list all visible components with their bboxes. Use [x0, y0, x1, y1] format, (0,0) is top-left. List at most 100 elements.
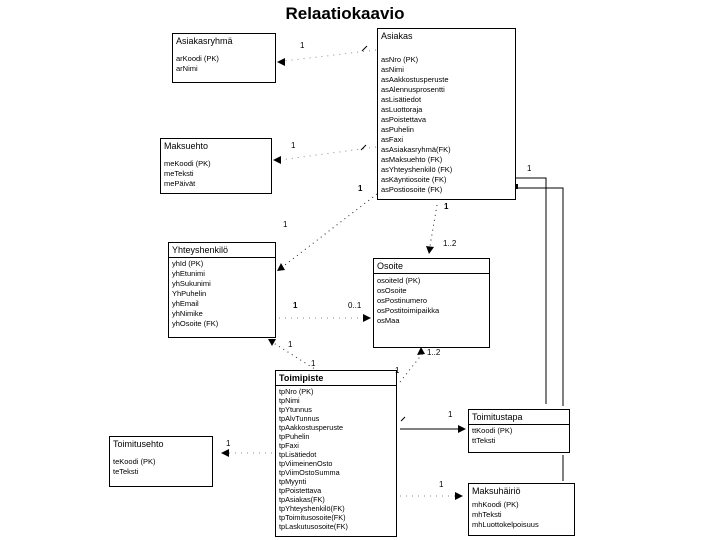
arrowhead-yhteyshenkilo-bottom [268, 339, 276, 346]
attribute: arNimi [176, 64, 198, 73]
cardinality-label-toimipiste-osoite-near: 1 [395, 366, 400, 375]
attribute: tpAsiakas(FK) [279, 495, 325, 504]
attribute: osMaa [377, 316, 400, 325]
entity-asiakasryhma[interactable]: Asiakasryhmä arKoodi (PK)arNimi [172, 33, 276, 83]
cardinality-label-asiakas-osoite-near: 1 [444, 202, 449, 211]
attribute: osoiteId (PK) [377, 276, 421, 285]
arrowhead-osoite-left [363, 314, 371, 322]
attribute: mhKoodi (PK) [472, 500, 519, 509]
attribute: yhEtunimi [172, 269, 205, 278]
arrowhead-toimitusehto [221, 449, 229, 457]
attribute: tpPoistettava [279, 486, 322, 495]
attribute-list: arKoodi (PK)arNimi [173, 54, 275, 74]
entity-title: Toimipiste [279, 373, 324, 383]
title-separator [469, 424, 569, 425]
connector-asiakas-yhteyshenkilo [280, 193, 378, 269]
cardinality-label-toimipiste-osoite-far: 1..2 [427, 348, 441, 357]
attribute: asPoistettava [381, 115, 427, 124]
title-separator [276, 385, 396, 386]
arrowhead-maksuhairio [455, 492, 463, 500]
cardinality-label-asiakas-right: 1 [527, 164, 532, 173]
attribute-list: ttKoodi (PK)ttTeksti [469, 426, 569, 446]
entity-title: Asiakas [381, 31, 413, 41]
attribute: asAsiakasryhmä(FK) [381, 145, 451, 154]
cardinality-label-toimipiste-toimitusehto: 1 [226, 439, 231, 448]
attribute: asNro (PK) [381, 55, 419, 64]
arrowhead-toimitustapa [458, 425, 466, 433]
cardinality-label-asiakas-maksuehto: 1 [291, 141, 296, 150]
attribute: mhLuottokelpoisuus [472, 520, 539, 529]
attribute: mePäivät [164, 179, 196, 188]
attribute: YhPuhelin [172, 289, 207, 298]
attribute: asPostiosoite (FK) [381, 185, 443, 194]
entity-title: Yhteyshenkilö [172, 245, 229, 255]
attribute: arKoodi (PK) [176, 54, 219, 63]
cardinality-label-asiakas-osoite-far: 1..2 [443, 239, 457, 248]
attribute: asKäyntiosoite (FK) [381, 175, 447, 184]
attribute: ttKoodi (PK) [472, 426, 513, 435]
cardinality-label-toimipiste-maksuhairio: 1 [439, 480, 444, 489]
entity-toimitusehto[interactable]: Toimitusehto teKoodi (PK)teTeksti [109, 436, 213, 487]
page-title: Relaatiokaavio [285, 4, 405, 23]
attribute: tpYhteyshenkilö(FK) [279, 504, 345, 513]
attribute: osOsoite [377, 286, 407, 295]
attribute: tpAlvTunnus [279, 414, 320, 423]
attribute-list: teKoodi (PK)teTeksti [110, 457, 212, 477]
entity-title: Maksuehto [164, 141, 209, 151]
arrowhead-yhteyshenkilo-right [277, 263, 285, 271]
attribute: tpNro (PK) [279, 387, 314, 396]
attribute: yhEmail [172, 299, 199, 308]
connector-asiakas-toimitustapa [516, 177, 547, 404]
tick-asiakas-mid [360, 144, 367, 151]
attribute: tpViimOstoSumma [279, 468, 340, 477]
attribute: asMaksuehto (FK) [381, 155, 443, 164]
attribute: teKoodi (PK) [113, 457, 156, 466]
attribute: yhNimike [172, 309, 203, 318]
attribute: meTeksti [164, 169, 194, 178]
entity-title: Toimitusehto [113, 439, 164, 449]
entity-toimitustapa[interactable]: Toimitustapa ttKoodi (PK)ttTeksti [468, 409, 570, 453]
attribute: tpNimi [279, 396, 300, 405]
attribute: osPostinumero [377, 296, 428, 305]
attribute: asLuottoraja [381, 105, 423, 114]
title-separator [374, 273, 489, 274]
attribute: tpYtunnus [279, 405, 312, 414]
cardinality-label-toimipiste-yhteyshenkilo-far: 1 [288, 340, 293, 349]
attribute: osPostitoimipaikka [377, 306, 440, 315]
arrowhead-osoite-top [426, 246, 434, 254]
entity-title: Osoite [377, 261, 404, 271]
connector-asiakas-asiakasryhma [283, 49, 377, 62]
entity-title: Asiakasryhmä [176, 36, 233, 46]
attribute: tpLaskutusosoite(FK) [279, 522, 348, 531]
attribute: teTeksti [113, 467, 139, 476]
attribute: tpToimitusosoite(FK) [279, 513, 346, 522]
cardinality-label-asiakas-asiakasryhma: 1 [300, 41, 305, 50]
tick-toimipiste-right [400, 416, 406, 422]
arrowhead-asiakasryhma [277, 58, 285, 66]
cardinality-label-toimipiste-yhteyshenkilo-near: 1 [311, 359, 316, 368]
attribute: asAakkostusperuste [381, 75, 449, 84]
title-separator [169, 257, 275, 258]
connector-toimipiste-osoite [399, 352, 424, 383]
attribute: asFaxi [381, 135, 404, 144]
attribute: asLisätiedot [381, 95, 422, 104]
attribute: yhId (PK) [172, 259, 204, 268]
attribute: tpViimeinenOsto [279, 459, 333, 468]
connector-asiakas-maksuhairio-upper [516, 187, 564, 406]
attribute: tpLisätiedot [279, 450, 317, 459]
arrowhead-osoite-bottom [417, 347, 425, 355]
attribute: tpAakkostusperuste [279, 423, 344, 432]
entity-title: Toimitustapa [472, 412, 523, 422]
cardinality-label-asiakas-yhteyshenkilo-near: 1 [358, 184, 363, 193]
cardinality-label-yhteyshenkilo-osoite-near: 1 [293, 301, 298, 310]
attribute: tpMyynti [279, 477, 307, 486]
